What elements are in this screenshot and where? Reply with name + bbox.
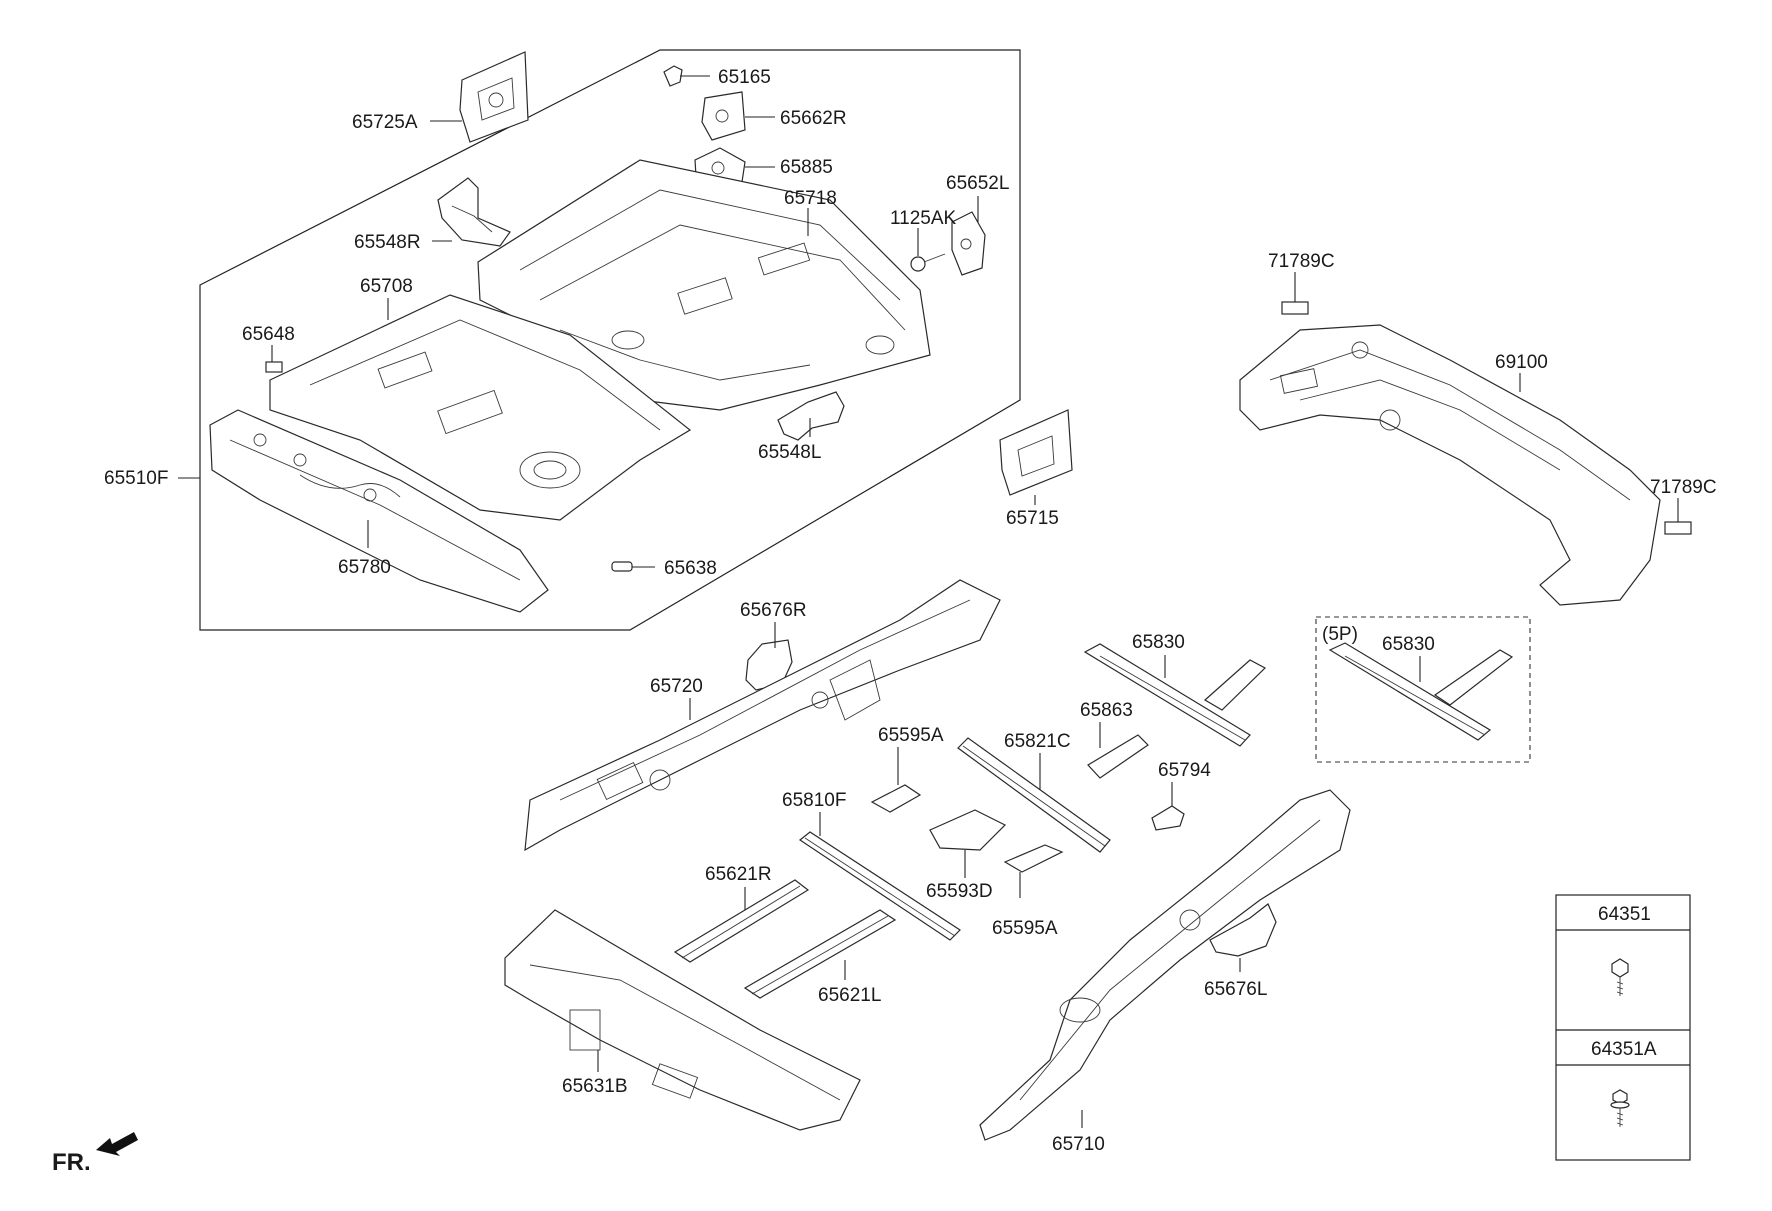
label-65510F[interactable]: 65510F <box>104 468 168 489</box>
part-65621R-shape <box>673 879 810 963</box>
label-65638[interactable]: 65638 <box>664 558 717 579</box>
fr-label: FR. <box>52 1149 91 1176</box>
label-5P[interactable]: (5P) <box>1322 624 1358 645</box>
label-65715[interactable]: 65715 <box>1006 508 1059 529</box>
label-69100[interactable]: 69100 <box>1495 352 1548 373</box>
label-65810F[interactable]: 65810F <box>782 790 846 811</box>
part-65821C-shape <box>957 737 1111 853</box>
label-65621R[interactable]: 65621R <box>705 864 772 885</box>
label-65720[interactable]: 65720 <box>650 676 703 697</box>
part-65165-shape <box>663 65 683 87</box>
label-65794[interactable]: 65794 <box>1158 760 1211 781</box>
part-65652L-shape <box>951 211 986 276</box>
label-65621L[interactable]: 65621L <box>818 985 881 1006</box>
label-65548R[interactable]: 65548R <box>354 232 421 253</box>
part-65720-shape <box>524 579 1001 852</box>
part-1125AK-shape <box>910 253 946 272</box>
label-65708[interactable]: 65708 <box>360 276 413 297</box>
part-65648-shape <box>265 361 283 373</box>
label-65885[interactable]: 65885 <box>780 157 833 178</box>
part-65548L-shape <box>777 391 845 441</box>
label-71789C-top[interactable]: 71789C <box>1268 251 1335 272</box>
label-65593D[interactable]: 65593D <box>926 881 993 902</box>
label-65595A-bottom[interactable]: 65595A <box>992 918 1058 939</box>
label-65780[interactable]: 65780 <box>338 557 391 578</box>
label-71789C-right[interactable]: 71789C <box>1650 477 1717 498</box>
label-65648[interactable]: 65648 <box>242 324 295 345</box>
fastener-64351-label[interactable]: 64351 <box>1598 904 1651 925</box>
part-65725A-shape <box>459 51 529 143</box>
part-65676R-shape <box>745 639 793 691</box>
floor-assembly-frame <box>199 49 1021 631</box>
part-65830-shape <box>1083 643 1267 747</box>
label-65548L[interactable]: 65548L <box>758 442 821 463</box>
label-65662R[interactable]: 65662R <box>780 108 847 129</box>
part-65631B-shape <box>504 909 861 1131</box>
label-65725A[interactable]: 65725A <box>352 112 418 133</box>
part-65830-box-shape <box>1328 642 1514 741</box>
label-65830[interactable]: 65830 <box>1132 632 1185 653</box>
label-1125AK[interactable]: 1125AK <box>890 208 957 229</box>
front-direction-marker: FR. <box>52 1132 138 1176</box>
part-65595A-top-shape <box>870 784 922 813</box>
label-65165[interactable]: 65165 <box>718 67 771 88</box>
part-65621L-shape <box>743 909 897 999</box>
label-65631B[interactable]: 65631B <box>562 1076 628 1097</box>
flange-bolt-icon <box>1610 1089 1630 1127</box>
part-71789C-top-shape <box>1281 301 1309 315</box>
label-65830-box[interactable]: 65830 <box>1382 634 1435 655</box>
part-65715-shape <box>999 409 1073 496</box>
part-65780-shape <box>209 409 549 613</box>
fr-arrow-icon <box>96 1132 138 1156</box>
fastener-64351A-label[interactable]: 64351A <box>1591 1039 1657 1060</box>
part-65794-shape <box>1151 805 1185 831</box>
part-65593D-shape <box>929 809 1007 851</box>
label-65676L[interactable]: 65676L <box>1204 979 1267 1000</box>
part-65810F-shape <box>798 831 961 941</box>
label-65821C[interactable]: 65821C <box>1004 731 1071 752</box>
label-65676R[interactable]: 65676R <box>740 600 807 621</box>
part-65708-shape <box>269 294 692 521</box>
fastener-table: 64351 64351A <box>1555 894 1691 1161</box>
part-65863-shape <box>1087 734 1149 779</box>
bolt-icon <box>1611 958 1629 996</box>
part-65710-shape <box>979 789 1351 1141</box>
leader-lines <box>178 75 1679 1128</box>
part-65676L-shape <box>1209 903 1277 957</box>
part-65638-shape <box>611 561 633 572</box>
part-69100-shape <box>1239 324 1661 606</box>
part-65595A-bottom-shape <box>1003 844 1064 873</box>
label-65718[interactable]: 65718 <box>784 188 837 209</box>
label-65863[interactable]: 65863 <box>1080 700 1133 721</box>
part-labels: 65725A 65165 65662R 65885 65652L 65718 1… <box>104 67 1717 1155</box>
part-65548R-shape <box>437 177 511 247</box>
label-65652L[interactable]: 65652L <box>946 173 1009 194</box>
label-65710[interactable]: 65710 <box>1052 1134 1105 1155</box>
label-65595A-top[interactable]: 65595A <box>878 725 944 746</box>
part-65662R-shape <box>701 91 746 141</box>
part-71789C-right-shape <box>1664 521 1692 535</box>
